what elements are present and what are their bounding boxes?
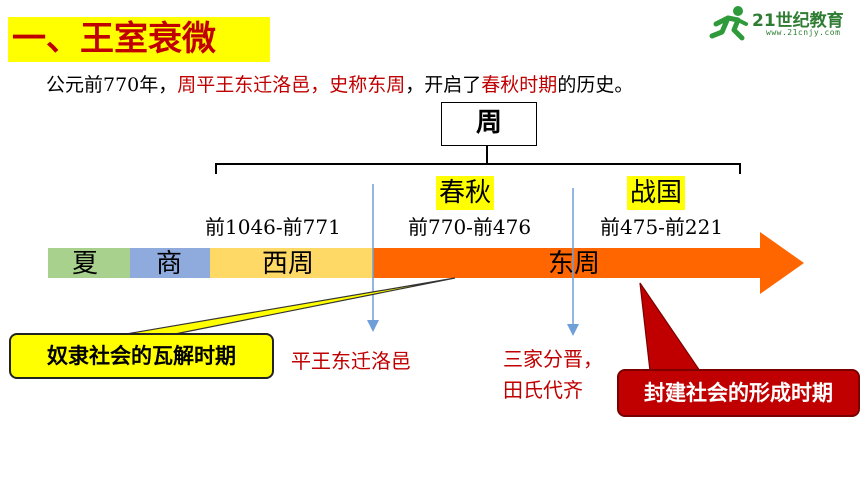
segment-label-shang: 商 (156, 249, 183, 279)
timeline-segment-xia (48, 248, 130, 278)
date-chunqiu: 前770-前476 (408, 215, 532, 239)
timeline-segment-shang (130, 248, 210, 278)
intro-part-2: ，开启了 (405, 74, 482, 96)
callout-slave-society: 奴隶社会的瓦解时期 (9, 333, 274, 379)
intro-sentence: 公元前770年，周平王东迁洛邑，史称东周，开启了春秋时期的历史。 (46, 70, 633, 97)
callout-feudal-society: 封建社会的形成时期 (617, 369, 860, 417)
period-label-chunqiu: 春秋 (436, 176, 495, 210)
brace-bracket (215, 146, 741, 174)
timeline-segment-dongzhou-arrow (373, 232, 804, 294)
event-sanjia-line2: 田氏代齐 (503, 378, 583, 402)
logo-url: www.21cnjy.com (766, 28, 841, 37)
segment-label-dongzhou: 东周 (548, 249, 601, 279)
intro-part-1: 公元前770年， (46, 74, 178, 96)
segment-label-xia: 夏 (72, 249, 99, 279)
page-title: 一、王室衰微 (8, 17, 270, 62)
running-person-icon (709, 6, 748, 41)
logo-text: 21世纪教育 (752, 11, 844, 31)
slave-callout-tail (119, 277, 456, 336)
intro-part-3: 的历史。 (557, 74, 634, 96)
feudal-callout-tail (639, 282, 702, 372)
timeline-bar (48, 232, 804, 294)
intro-highlight-2: 春秋时期 (481, 74, 558, 96)
segment-label-xizhou: 西周 (262, 249, 315, 279)
date-xizhou: 前1046-前771 (205, 215, 341, 239)
dynasty-box-zhou: 周 (441, 102, 537, 146)
period-label-zhanguo: 战国 (627, 176, 686, 210)
timeline-segment-xizhou (210, 248, 373, 278)
brand-logo: 21世纪教育 www.21cnjy.com (708, 4, 858, 46)
intro-highlight-1: 周平王东迁洛邑，史称东周 (177, 74, 406, 96)
date-zhanguo: 前475-前221 (600, 215, 724, 239)
event-pingwang: 平王东迁洛邑 (291, 349, 411, 373)
event-sanjia-line1: 三家分晋， (503, 347, 603, 371)
